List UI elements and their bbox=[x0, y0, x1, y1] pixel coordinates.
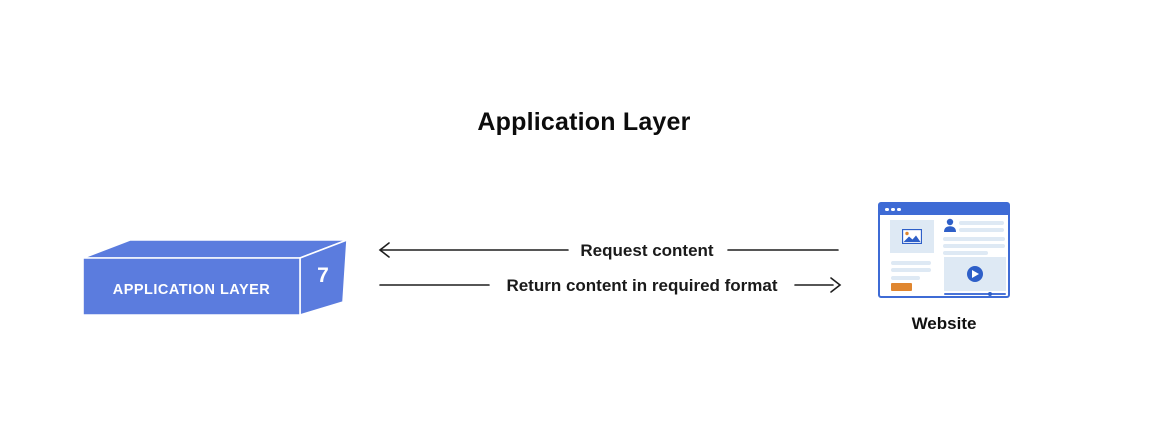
arrowhead-right-icon bbox=[830, 277, 842, 293]
browser-titlebar bbox=[880, 204, 1008, 215]
person-icon bbox=[944, 218, 956, 232]
layer-number: 7 bbox=[317, 264, 329, 287]
website-label: Website bbox=[911, 314, 977, 333]
text-line bbox=[959, 228, 1004, 232]
window-dot-icon bbox=[897, 207, 901, 211]
application-layer-label: APPLICATION LAYER bbox=[112, 282, 271, 298]
request-content-label: Request content bbox=[580, 241, 714, 260]
text-line bbox=[891, 276, 920, 280]
text-line bbox=[943, 251, 988, 255]
text-line bbox=[891, 261, 931, 265]
window-dot-icon bbox=[891, 207, 895, 211]
text-line bbox=[891, 268, 931, 272]
text-line bbox=[943, 237, 1005, 241]
cta-button-bar bbox=[891, 283, 912, 291]
website-illustration bbox=[878, 202, 1010, 298]
text-line bbox=[959, 221, 1004, 225]
arrowhead-left-icon bbox=[378, 242, 390, 258]
text-line bbox=[943, 244, 1005, 248]
image-icon bbox=[902, 229, 922, 244]
image-placeholder bbox=[890, 220, 934, 253]
box-front-face bbox=[82, 257, 301, 316]
arrows-group: Request content Return content in requir… bbox=[378, 241, 842, 295]
seek-dot-icon bbox=[988, 292, 992, 296]
return-content-label: Return content in required format bbox=[506, 276, 777, 295]
video-block bbox=[944, 257, 1006, 291]
application-layer-box bbox=[82, 239, 348, 316]
diagram-title: Application Layer bbox=[477, 108, 691, 136]
play-button-icon bbox=[967, 266, 983, 282]
seek-bar bbox=[944, 292, 1006, 296]
window-dot-icon bbox=[885, 207, 889, 211]
